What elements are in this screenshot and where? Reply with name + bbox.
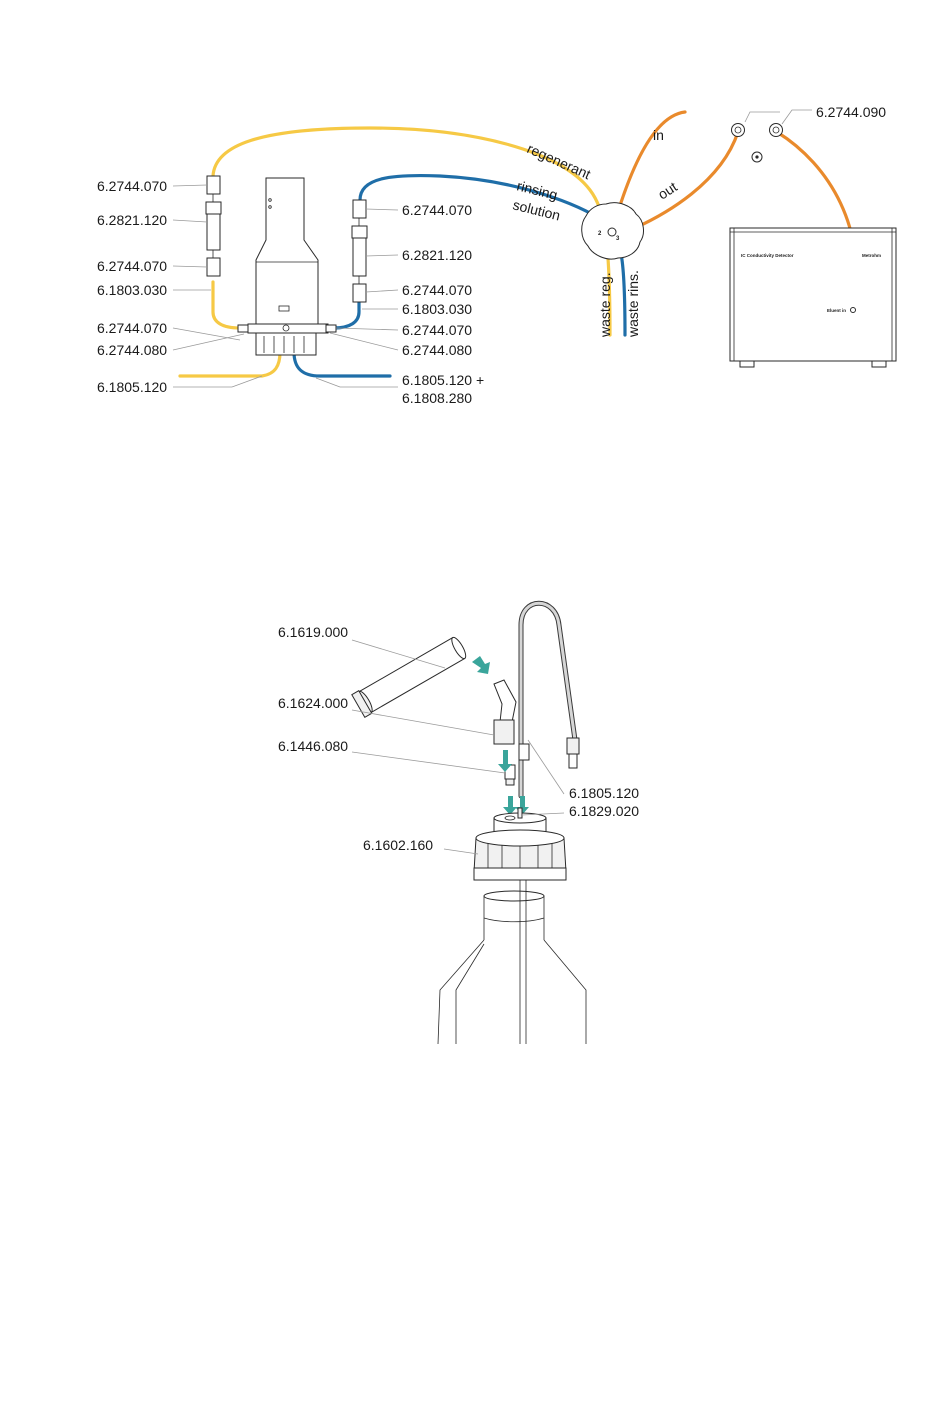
adsorber-tube xyxy=(351,636,467,718)
label-left-7: 6.1805.120 xyxy=(97,379,167,395)
label-right-1: 6.2744.070 xyxy=(402,202,472,218)
rinsing-inlet-tube xyxy=(292,350,392,378)
conductivity-detector: IC Conductivity Detector Metrohm Eluent … xyxy=(729,227,897,368)
fitting-right-top xyxy=(352,199,367,219)
capillary-tube-inner xyxy=(519,601,577,798)
valve-port-3: 3 xyxy=(616,236,620,242)
label-right-4: 6.1803.030 xyxy=(402,301,472,317)
label-left-3: 6.2744.070 xyxy=(97,258,167,274)
rotary-valve: 2 3 xyxy=(581,202,644,260)
label-left-6: 6.2744.080 xyxy=(97,342,167,358)
detector-brand: Metrohm xyxy=(862,253,881,258)
detector-port-label: Eluent in xyxy=(827,308,846,313)
label-right-8: 6.1808.280 xyxy=(402,390,472,406)
label-right-5: 6.2744.070 xyxy=(402,322,472,338)
valve-port-2: 2 xyxy=(598,231,602,237)
out-label: out xyxy=(655,178,680,202)
eluent-in-port xyxy=(850,307,856,313)
label-bottom-1: 6.1619.000 xyxy=(278,624,348,640)
label-right-3: 6.2744.070 xyxy=(402,282,472,298)
label-bottom-5: 6.1829.020 xyxy=(569,803,639,819)
in-label: in xyxy=(653,127,664,143)
label-right-7: 6.1805.120 + xyxy=(402,372,484,388)
suppressor-connection-diagram: 6.2744.070 6.2821.120 6.2744.070 6.1803.… xyxy=(97,104,897,406)
right-fitting-chain xyxy=(351,199,368,303)
regenerant-inlet-tube xyxy=(178,350,282,378)
fitting-left-bottom xyxy=(206,257,221,277)
rinsing-tube xyxy=(358,173,627,337)
coupling-right xyxy=(352,237,367,277)
regenerant-tube-lower xyxy=(211,280,242,330)
fitting-left-top xyxy=(206,175,221,195)
coupling-left xyxy=(206,213,221,251)
suppressor-housing xyxy=(255,177,319,327)
label-bottom-2: 6.1624.000 xyxy=(278,695,348,711)
label-left-2: 6.2821.120 xyxy=(97,212,167,228)
label-bottom-6: 6.1602.160 xyxy=(363,837,433,853)
rinsing-tube-lower xyxy=(332,298,361,330)
left-fitting-chain xyxy=(205,175,222,277)
regenerant-label: regenerant xyxy=(525,140,593,182)
adapter-elbow xyxy=(493,679,517,745)
label-bottom-3: 6.1446.080 xyxy=(278,738,348,754)
suppressor-module xyxy=(237,177,337,356)
detector-title: IC Conductivity Detector xyxy=(741,253,794,258)
tube-fitting xyxy=(566,737,580,755)
fitting-right-bottom xyxy=(352,283,367,303)
solution-bottle xyxy=(437,880,587,1045)
capillary-tube-outer xyxy=(518,600,578,799)
waste-reg-label: waste reg. xyxy=(597,272,613,338)
label-right-2: 6.2821.120 xyxy=(402,247,472,263)
label-left-5: 6.2744.070 xyxy=(97,320,167,336)
label-right-6: 6.2744.080 xyxy=(402,342,472,358)
label-left-4: 6.1803.030 xyxy=(97,282,167,298)
waste-rins-label: waste rins. xyxy=(625,270,641,338)
valve-fitting-label: 6.2744.090 xyxy=(816,104,886,120)
bottle-cap xyxy=(473,807,567,881)
instrument-panel-fittings xyxy=(731,109,812,163)
label-left-1: 6.2744.070 xyxy=(97,178,167,194)
bottle-assembly-diagram: 6.1619.000 6.1624.000 6.1446.080 6.1805.… xyxy=(278,600,639,1045)
label-bottom-4: 6.1805.120 xyxy=(569,785,639,801)
